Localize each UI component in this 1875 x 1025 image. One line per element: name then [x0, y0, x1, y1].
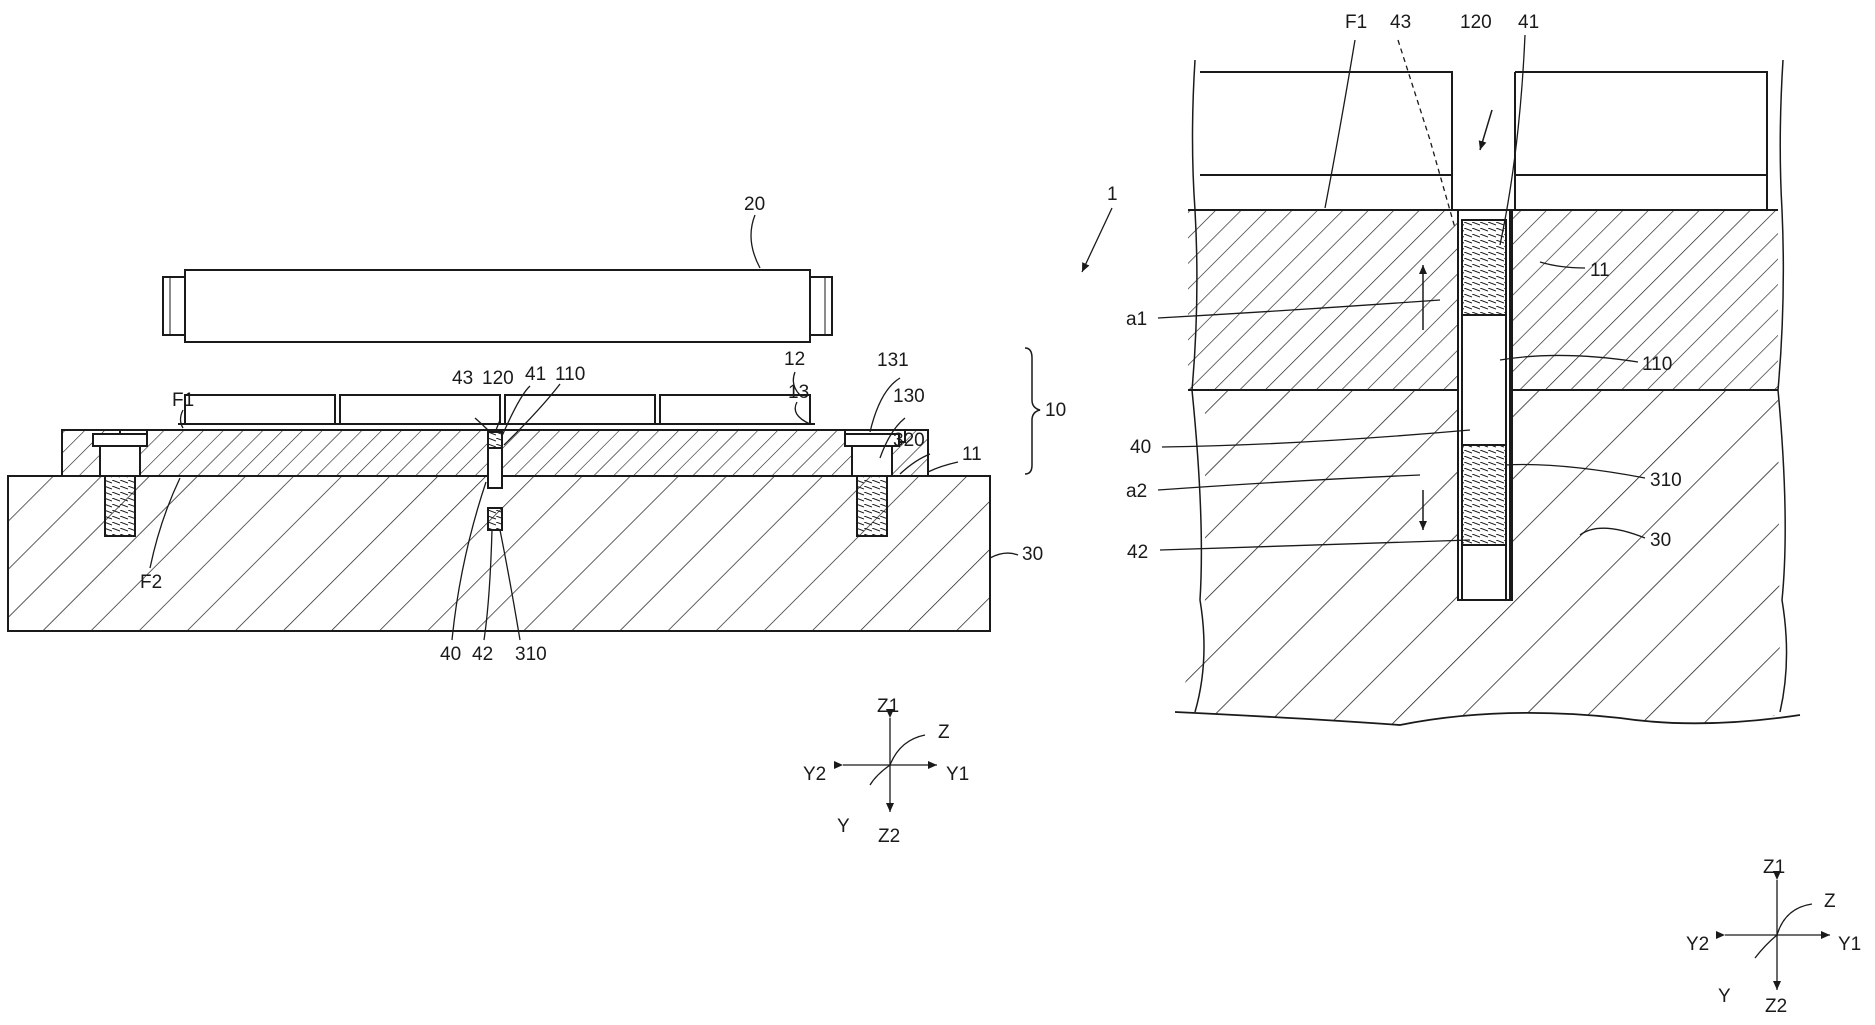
top-strips — [178, 395, 815, 424]
label-120-right: 120 — [1460, 12, 1492, 33]
axis-y1-left: Y1 — [946, 764, 969, 785]
label-110-right: 110 — [1642, 354, 1672, 375]
label-f1-right: F1 — [1345, 12, 1367, 33]
axis-z1-right: Z1 — [1763, 857, 1785, 878]
pin-enlarged — [1458, 210, 1512, 600]
label-310-right: 310 — [1650, 470, 1682, 491]
label-f1-left: F1 — [172, 390, 194, 411]
left-cross-section — [8, 208, 1112, 640]
axis-z-right: Z — [1824, 891, 1836, 912]
axis-y1-right: Y1 — [1838, 934, 1861, 955]
label-a2: a2 — [1126, 481, 1147, 502]
label-13: 13 — [788, 382, 809, 403]
label-120-left: 120 — [482, 368, 514, 389]
axis-z2-left: Z2 — [878, 826, 900, 847]
center-pin — [488, 430, 502, 530]
label-110-left: 110 — [555, 364, 585, 385]
label-a1: a1 — [1126, 309, 1147, 330]
label-131: 131 — [877, 350, 909, 371]
label-11-left: 11 — [962, 444, 982, 465]
base-block — [8, 476, 990, 631]
label-20: 20 — [744, 194, 765, 215]
label-f2: F2 — [140, 572, 162, 593]
label-30-left: 30 — [1022, 544, 1043, 565]
axis-z2-right: Z2 — [1765, 996, 1787, 1017]
left-axis-labels: Z1 Z Y2 Y1 Y Z2 — [803, 696, 969, 847]
upper-strips — [1200, 72, 1767, 210]
label-11-right: 11 — [1590, 260, 1610, 281]
label-42-left: 42 — [472, 644, 493, 665]
label-320: 320 — [893, 430, 925, 451]
label-130: 130 — [893, 386, 925, 407]
plate-enlarged — [1188, 210, 1458, 390]
label-1: 1 — [1107, 184, 1118, 205]
label-40-left: 40 — [440, 644, 461, 665]
label-43-left: 43 — [452, 368, 473, 389]
label-43-right: 43 — [1390, 12, 1411, 33]
label-30-right: 30 — [1650, 530, 1671, 551]
axis-z-left: Z — [938, 722, 950, 743]
axis-y2-left: Y2 — [803, 764, 826, 785]
label-42-right: 42 — [1127, 542, 1148, 563]
label-310-left: 310 — [515, 644, 547, 665]
axis-y-right: Y — [1718, 986, 1731, 1007]
axis-y2-right: Y2 — [1686, 934, 1709, 955]
label-12: 12 — [784, 349, 805, 370]
label-10: 10 — [1045, 400, 1066, 421]
right-enlarged-section — [1158, 35, 1800, 725]
label-40-right: 40 — [1130, 437, 1151, 458]
axis-y-left: Y — [837, 816, 850, 837]
left-axis-indicator — [843, 718, 937, 812]
axis-z1-left: Z1 — [877, 696, 899, 717]
label-41-right: 41 — [1518, 12, 1539, 33]
roller — [163, 270, 832, 342]
right-axis-labels: Z1 Z Y2 Y1 Y Z2 — [1686, 857, 1861, 1017]
label-41-left: 41 — [525, 364, 546, 385]
right-axis-indicator — [1725, 880, 1830, 990]
